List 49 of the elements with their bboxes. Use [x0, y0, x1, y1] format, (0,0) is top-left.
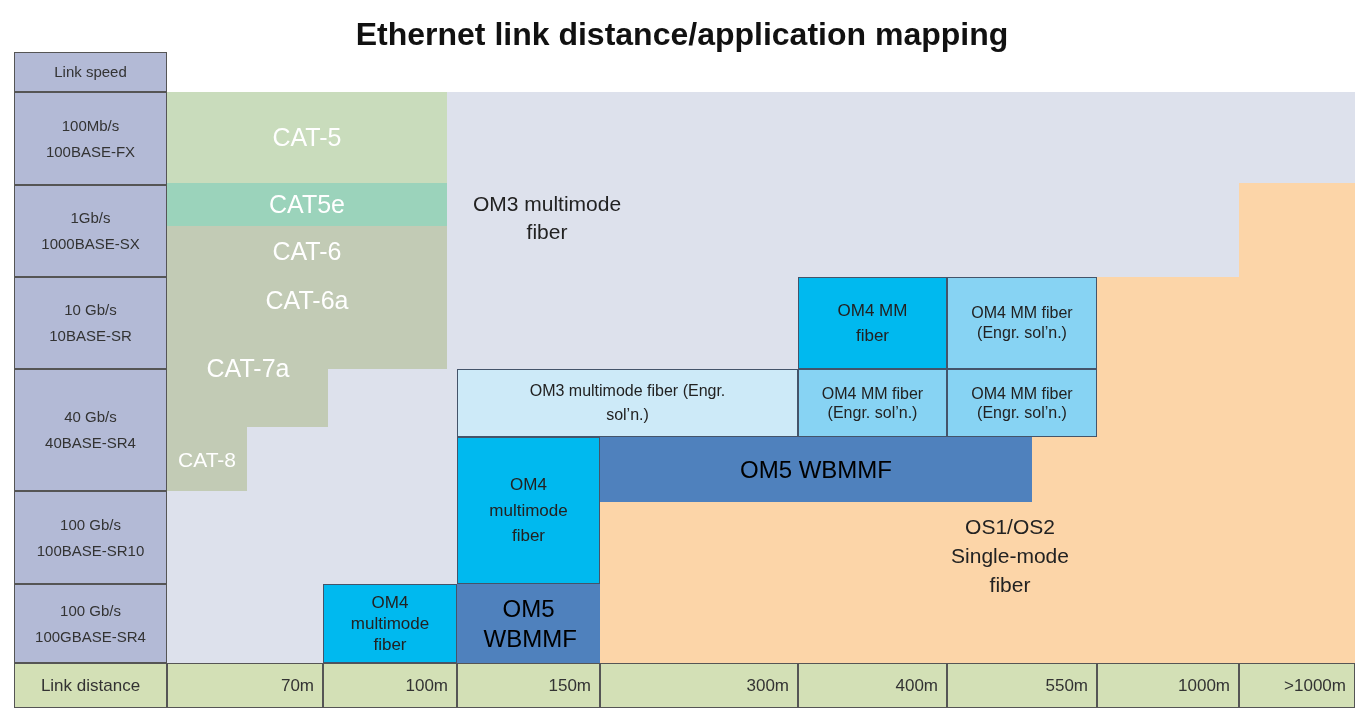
row-header-cell: Link distance	[14, 663, 167, 708]
region-label: OS1/OS2 Single-mode fiber	[950, 513, 1070, 598]
distance-cell: 70m	[167, 663, 323, 708]
distance-cell: 150m	[457, 663, 600, 708]
fiber-block	[947, 369, 1097, 437]
distance-cell: 400m	[798, 663, 947, 708]
row-header-cell: 40 Gb/s 40BASE-SR4	[14, 369, 167, 491]
row-header-cell: 100 Gb/s 100GBASE-SR4	[14, 584, 167, 663]
region-label: OM4 multimode fiber	[349, 592, 431, 655]
region-label: OM4 MM fiber	[836, 299, 909, 347]
region-label: OM4 MM fiber (Engr. sol’n.)	[970, 303, 1074, 343]
cable-region	[167, 325, 447, 427]
cable-band	[167, 226, 447, 277]
region-label: CAT-5	[272, 121, 342, 153]
fiber-region	[600, 502, 1355, 663]
distance-cell: >1000m	[1239, 663, 1355, 708]
distance-cell: 1000m	[1097, 663, 1239, 708]
region-label: OM5 WBMMF	[483, 593, 574, 654]
region-label: OM4 multimode fiber	[488, 474, 569, 548]
region-label: CAT-8	[177, 447, 237, 474]
cable-band	[167, 183, 447, 226]
fiber-block	[798, 277, 947, 369]
fiber-block	[457, 369, 798, 437]
region-label: OM3 multimode fiber	[471, 191, 623, 245]
row-header-cell: 100 Gb/s 100BASE-SR10	[14, 491, 167, 584]
fiber-block	[798, 369, 947, 437]
region-label: OM3 multimode fiber (Engr. sol’n.)	[528, 381, 727, 425]
fiber-band	[600, 437, 1032, 502]
region-label: CAT-7a	[205, 353, 291, 385]
row-header-cell: 100Mb/s 100BASE-FX	[14, 92, 167, 185]
distance-cell: 550m	[947, 663, 1097, 708]
cable-band	[167, 427, 247, 491]
row-header-cell: Link speed	[14, 52, 167, 92]
fiber-block	[457, 584, 600, 663]
distance-cell: 300m	[600, 663, 798, 708]
region-label: OM4 MM fiber (Engr. sol’n.)	[820, 384, 925, 422]
distance-cell: 100m	[323, 663, 457, 708]
region-label: CAT-6	[272, 235, 342, 267]
row-header-cell: 10 Gb/s 10BASE-SR	[14, 277, 167, 369]
fiber-block	[323, 584, 457, 663]
chart-title: Ethernet link distance/application mapping	[354, 15, 1010, 54]
region-label: CAT5e	[269, 188, 345, 220]
row-header-cell: 1Gb/s 1000BASE-SX	[14, 185, 167, 277]
region-label: OM4 MM fiber (Engr. sol’n.)	[970, 384, 1074, 422]
region-label: CAT-6a	[265, 285, 349, 317]
cable-band	[167, 92, 447, 183]
fiber-block	[457, 437, 600, 584]
region-label: OM5 WBMMF	[740, 454, 892, 485]
fiber-block	[947, 277, 1097, 369]
